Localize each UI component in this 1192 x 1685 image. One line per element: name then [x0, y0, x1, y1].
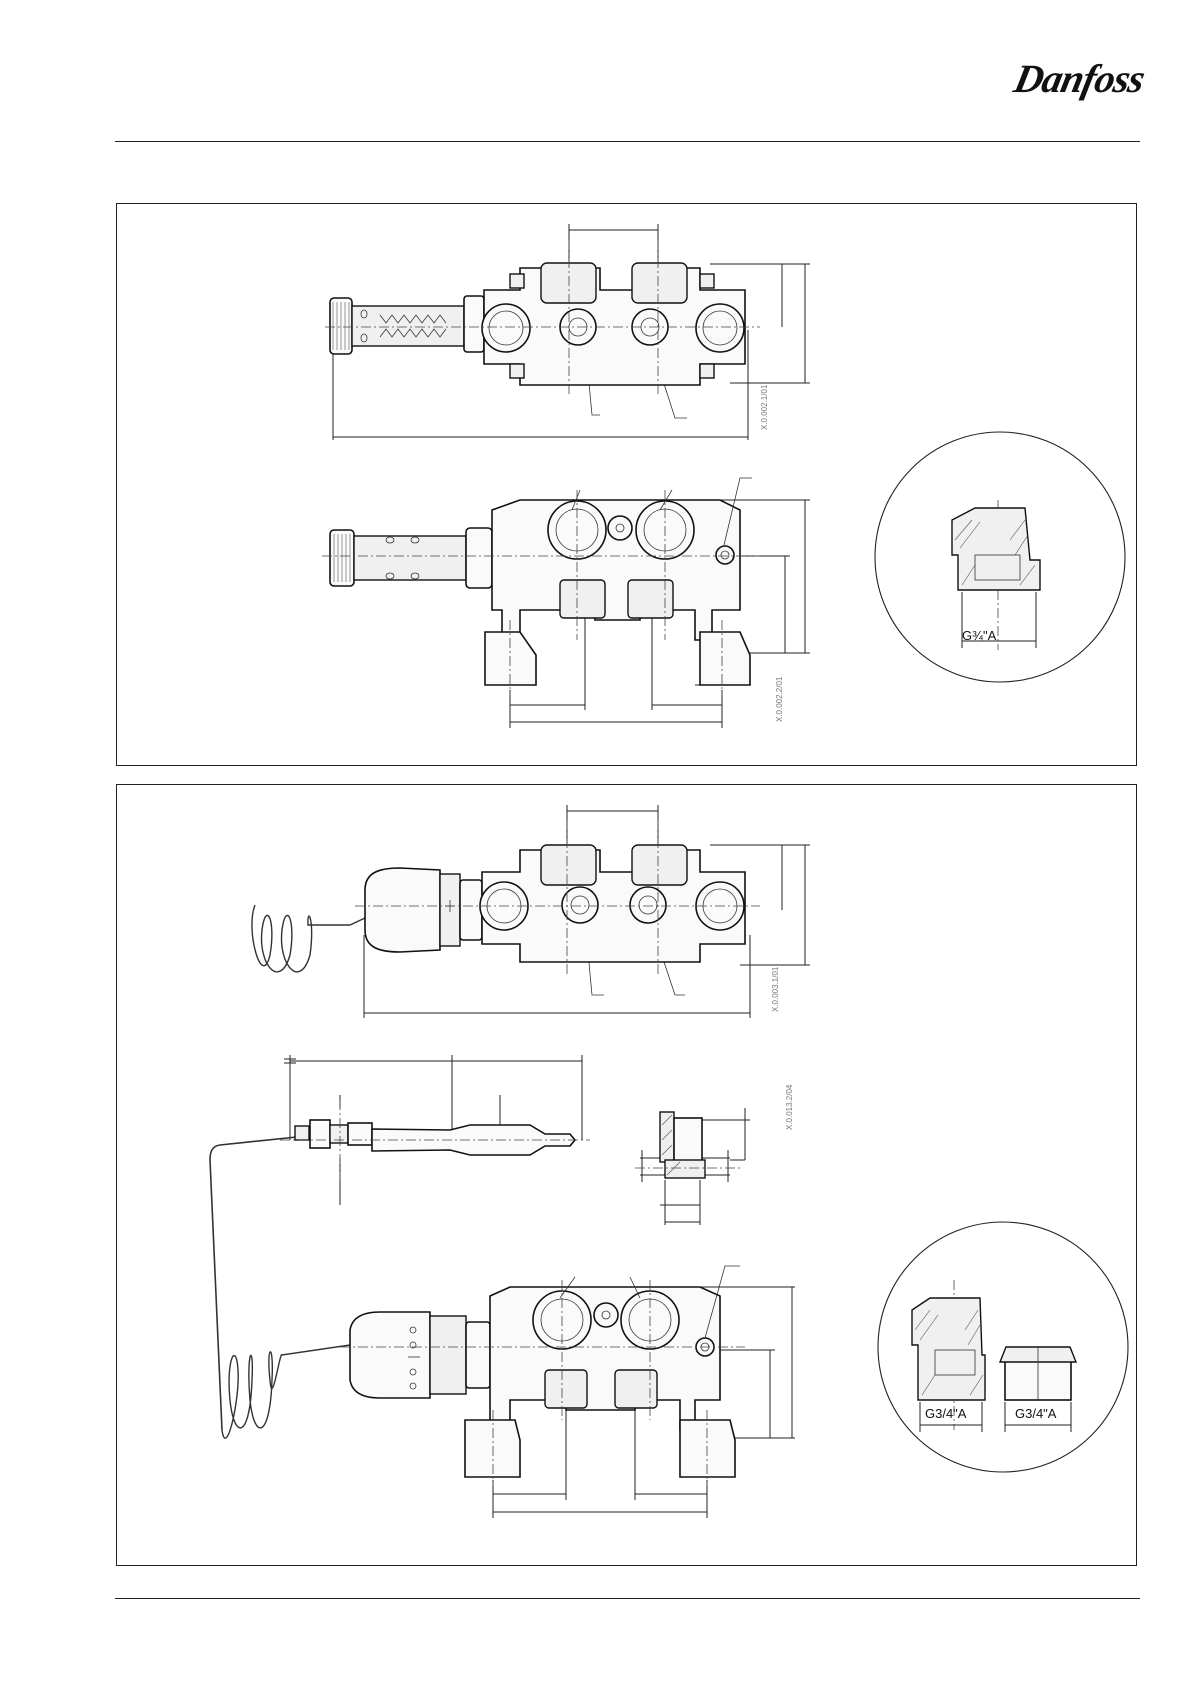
fig2-detail-thread-label-right: G3/4"A	[1015, 1406, 1057, 1421]
fig2-sensor-drawing-code: X.0.013.2/04	[785, 1084, 794, 1130]
fig1-top-view: X.0.002.1/01	[325, 224, 810, 440]
fig1-detail-circle	[875, 432, 1125, 682]
fig2-top-drawing-code: X.0.003.1/01	[771, 966, 780, 1012]
fig1-top-drawing-code: X.0.002.1/01	[760, 384, 769, 430]
fig2-detail-circle	[878, 1222, 1128, 1472]
fig1-front-view: X.0.002.2/01	[322, 478, 810, 728]
fig1-detail-thread-label: G¾"A	[962, 628, 997, 643]
fig1-front-drawing-code: X.0.002.2/01	[775, 676, 784, 722]
fig2-adapter: X.0.013.2/04	[635, 1084, 794, 1225]
fig2-top-view: X.0.003.1/01	[252, 805, 810, 1018]
fig2-front-view	[222, 1266, 795, 1518]
fig2-detail-thread-label-left: G3/4"A	[925, 1406, 967, 1421]
